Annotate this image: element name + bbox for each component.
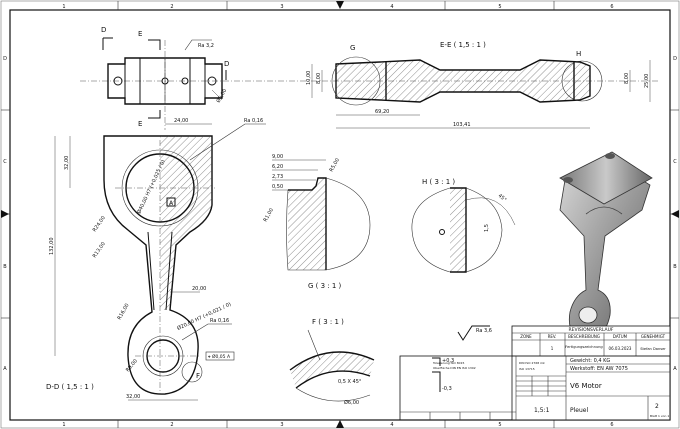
zone-bottom-3: 4 xyxy=(390,422,393,428)
e1000-label: 10,00 xyxy=(306,71,312,85)
section-d-marker-right: D xyxy=(224,60,229,68)
w3200-label: 32,00 xyxy=(126,394,140,400)
e800b-label: 8,00 xyxy=(624,73,630,84)
detail-h-marker: H xyxy=(576,50,581,58)
detail-f-view: F ( 3 : 1 ) 0,5 X 45° Ø6,00 xyxy=(289,318,375,406)
general-tolerance-1: Tolerierung ISO 8015 xyxy=(432,361,464,365)
g900-label: 9,00 xyxy=(272,154,283,160)
detail-g-title: G ( 3 : 1 ) xyxy=(308,282,342,290)
f-chamfer-label: 0,5 X 45° xyxy=(338,379,362,385)
part-title: Pleuel xyxy=(570,407,588,414)
g620-label: 6,20 xyxy=(272,164,283,170)
zone-top-1: 6 xyxy=(610,4,613,10)
zone-left-b: B xyxy=(3,264,7,270)
zone-top-3: 4 xyxy=(390,4,393,10)
position-tolerance-label: ⌖ Ø0,05 A xyxy=(208,353,231,360)
zone-bottom-5: 2 xyxy=(170,422,173,428)
e10341-label: 103,41 xyxy=(453,122,471,128)
sheet-footer: Blatt 1 von 1 xyxy=(650,414,669,418)
e800-label: 8,00 xyxy=(316,73,322,84)
zone-right-b: B xyxy=(673,264,677,270)
rev-row-approved: Stefan Danser xyxy=(640,347,666,351)
zone-top-4: 3 xyxy=(280,4,283,10)
f-d600-label: Ø6,00 xyxy=(344,399,359,406)
ra32-top-label: Ra 3,2 xyxy=(198,43,214,49)
detail-h-title: H ( 3 : 1 ) xyxy=(422,178,455,186)
rev-row-date: 06.03.2023 xyxy=(609,346,632,351)
rev-header-zone: ZONE xyxy=(520,334,532,339)
scale-label: 1,5:1 xyxy=(534,407,550,414)
zone-left-c: C xyxy=(3,159,7,165)
revision-history-title: REVISIONSVERLAUF xyxy=(569,327,614,333)
zone-left-a: A xyxy=(3,366,7,372)
detail-h-view: 45° 1,5 H ( 3 : 1 ) xyxy=(411,178,516,273)
zone-bottom-6: 1 xyxy=(62,422,65,428)
e6920-label: 69,20 xyxy=(375,109,389,115)
detail-f-title: F ( 3 : 1 ) xyxy=(312,318,344,326)
zone-right-c: C xyxy=(673,159,677,165)
zone-bottom-4: 3 xyxy=(280,422,283,428)
ra-tb-box-label: Ra 3,6 xyxy=(476,328,492,334)
zone-top-2: 5 xyxy=(498,4,501,10)
g273-label: 2,73 xyxy=(272,174,283,180)
rev-header-approved: GENEHMIGT xyxy=(641,334,666,339)
rev-header-date: DATUM xyxy=(613,334,628,339)
section-d-marker-top: D xyxy=(101,26,106,34)
detail-g-marker: G xyxy=(350,44,355,52)
w2000-label: 20,00 xyxy=(192,286,206,292)
rev-header-description: BESCHREIBUNG xyxy=(568,334,600,339)
section-dd-title: D-D ( 1,5 : 1 ) xyxy=(46,383,94,391)
rev-header-rev: REV. xyxy=(548,334,557,339)
zone-top-5: 2 xyxy=(170,4,173,10)
ra016-a-label: Ra 0,16 xyxy=(244,118,263,124)
fit-plus-label: +0,3 xyxy=(442,358,454,364)
norm-1: DIN ISO 2768 mk xyxy=(519,361,545,365)
detail-f-marker: F xyxy=(196,372,200,380)
title-block: REVISIONSVERLAUF ZONE REV. BESCHREIBUNG … xyxy=(399,325,671,421)
norm-2: ISO 13715 xyxy=(519,367,535,371)
fit-minus-label: -0,3 xyxy=(442,386,452,392)
w2400-label: 24,00 xyxy=(174,118,188,124)
general-tolerance-2: Oberfläche DIN EN ISO 1302 xyxy=(433,366,476,370)
rev-row-description: Fertigungszeichnung xyxy=(565,345,602,349)
sheet-number: 2 xyxy=(655,403,659,410)
h45-label: 45° xyxy=(497,193,508,204)
zone-right-d: D xyxy=(673,56,677,62)
zone-left-d: D xyxy=(3,56,7,62)
section-ee-title: E-E ( 1,5 : 1 ) xyxy=(440,41,486,49)
e2500-label: 25,00 xyxy=(644,74,650,88)
h3200-label: 32,00 xyxy=(64,156,70,170)
zone-right-a: A xyxy=(673,366,677,372)
material-label: Werkstoff: EN AW 7075 xyxy=(570,366,628,372)
section-e-marker-bottom: E xyxy=(138,120,142,128)
section-e-marker-top: E xyxy=(138,30,142,38)
zone-bottom-2: 5 xyxy=(498,422,501,428)
surface-symbols: Ra 3,6 +0,3 -0,3 xyxy=(432,325,492,392)
zone-top-6: 1 xyxy=(62,4,65,10)
zone-bottom-1: 6 xyxy=(610,422,613,428)
g050-label: 0,50 xyxy=(272,184,283,190)
datum-a-label: A xyxy=(169,200,174,207)
l13200-label: 132,00 xyxy=(49,238,55,256)
rev-row-rev: 1 xyxy=(551,346,554,351)
weight-label: Gewicht: 0,4 KG xyxy=(570,358,610,364)
h15-label: 1,5 xyxy=(484,224,490,232)
project-title: V6 Motor xyxy=(570,382,602,390)
ra016-b-label: Ra 0,16 xyxy=(210,318,229,324)
section-ee-view: E-E ( 1,5 : 1 ) G H 69,20 103,41 10,00 8… xyxy=(306,41,651,129)
